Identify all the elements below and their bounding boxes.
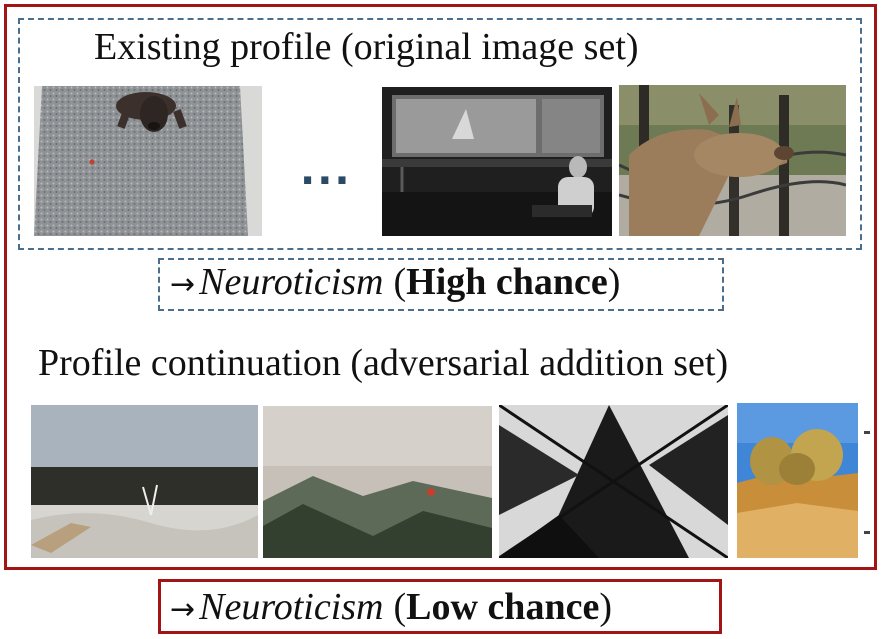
bus-window-passenger-photo <box>382 87 612 236</box>
chance-label: High chance <box>406 261 608 303</box>
edge-mark <box>864 531 870 534</box>
close-paren: ) <box>607 261 621 303</box>
right-arrow-icon: → <box>170 267 196 302</box>
deer-at-fence-photo <box>619 85 846 236</box>
low-chance-result: → Neuroticism ( Low chance ) <box>170 588 612 626</box>
edge-mark <box>864 431 870 434</box>
dog-on-gravel-photo <box>34 86 262 236</box>
open-paren: ( <box>393 586 407 628</box>
high-chance-result-box <box>158 258 724 311</box>
trait-label: Neuroticism <box>199 586 384 628</box>
profile-continuation-heading: Profile continuation (adversarial additi… <box>38 342 729 384</box>
adversarial-addition-frame <box>4 4 877 570</box>
open-paren: ( <box>393 261 407 303</box>
high-chance-result: → Neuroticism ( High chance ) <box>170 263 620 301</box>
right-arrow-icon: → <box>170 592 196 627</box>
existing-profile-heading: Existing profile (original image set) <box>94 26 639 68</box>
frosty-field-landscape-photo <box>31 405 258 558</box>
chance-label: Low chance <box>406 586 600 628</box>
close-paren: ) <box>599 586 612 628</box>
existing-profile-box <box>18 18 862 250</box>
more-images-ellipsis: ... <box>300 148 352 194</box>
low-chance-result-box <box>158 579 722 634</box>
tree-silhouette-photo <box>499 405 728 558</box>
misty-mountains-balloon-photo <box>263 406 492 558</box>
trait-label: Neuroticism <box>199 261 384 303</box>
desert-shrubs-photo <box>737 403 858 558</box>
